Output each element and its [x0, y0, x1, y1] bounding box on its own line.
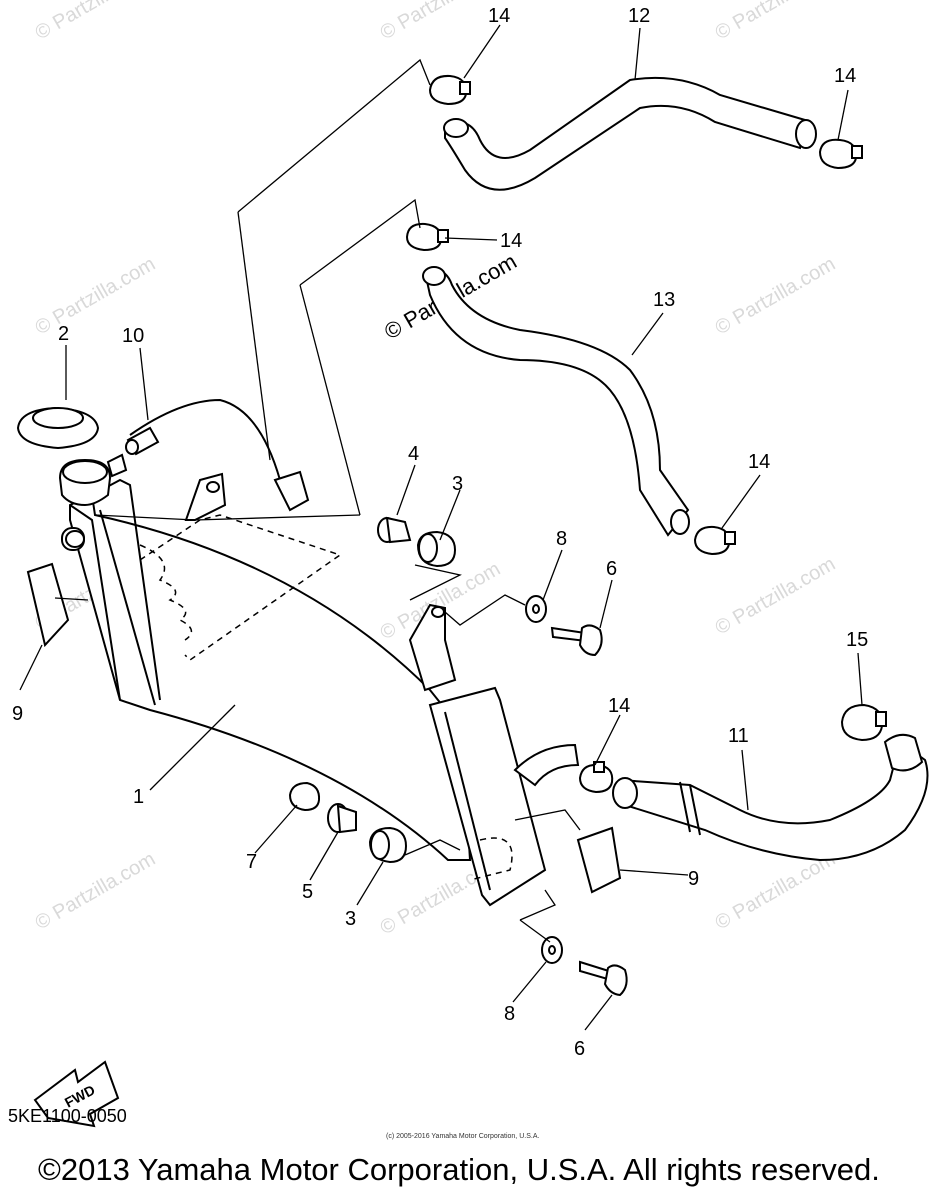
small-copyright: (c) 2005-2016 Yamaha Motor Corporation, … — [386, 1133, 540, 1140]
diagram-code: 5KE1100-0050 — [8, 1106, 127, 1126]
callout-10: 10 — [122, 325, 144, 347]
fwd-arrow-icon: FWD — [33, 1060, 120, 1128]
callout-6: 6 — [574, 1038, 585, 1060]
callout-14: 14 — [608, 695, 630, 717]
callout-5: 5 — [302, 881, 313, 903]
callout-15: 15 — [846, 629, 868, 651]
footer-copyright: ©2013 Yamaha Motor Corporation, U.S.A. A… — [38, 1152, 880, 1187]
watermark: © Partzilla.com — [712, 253, 840, 339]
callout-14: 14 — [834, 65, 856, 87]
callout-14: 14 — [748, 451, 770, 473]
lower-hose — [422, 266, 690, 537]
watermark: © Partzilla.com — [377, 0, 505, 44]
callout-13: 13 — [653, 289, 675, 311]
callout-1: 1 — [133, 786, 144, 808]
radiator-hose — [612, 733, 929, 862]
watermark: © Partzilla.com — [32, 0, 160, 44]
leader-lines — [19, 24, 863, 1031]
callout-labels: 1 2 3 3 4 5 6 6 7 8 8 9 9 10 11 12 13 14… — [12, 5, 868, 1060]
radiator-core — [58, 453, 580, 907]
upper-hose — [443, 76, 817, 191]
callout-3: 3 — [345, 908, 356, 930]
callout-9: 9 — [688, 868, 699, 890]
callout-8: 8 — [556, 528, 567, 550]
callout-14: 14 — [500, 230, 522, 252]
callout-4: 4 — [408, 443, 419, 465]
callout-2: 2 — [58, 323, 69, 345]
hose-clamps — [405, 74, 887, 794]
watermark: © Partzilla.com — [712, 0, 840, 44]
hardware — [26, 516, 628, 997]
watermark: © Partzilla.com — [712, 553, 840, 639]
reference-lines — [54, 58, 581, 943]
callout-6: 6 — [606, 558, 617, 580]
radiator-cap — [16, 406, 100, 450]
callout-7: 7 — [246, 851, 257, 873]
callout-3: 3 — [452, 473, 463, 495]
callout-8: 8 — [504, 1003, 515, 1025]
callout-11: 11 — [728, 725, 749, 747]
callout-14: 14 — [488, 5, 510, 27]
callout-9: 9 — [12, 703, 23, 725]
overflow-hose — [125, 398, 310, 512]
callout-12: 12 — [628, 5, 650, 27]
watermark: © Partzilla.com — [32, 848, 160, 934]
